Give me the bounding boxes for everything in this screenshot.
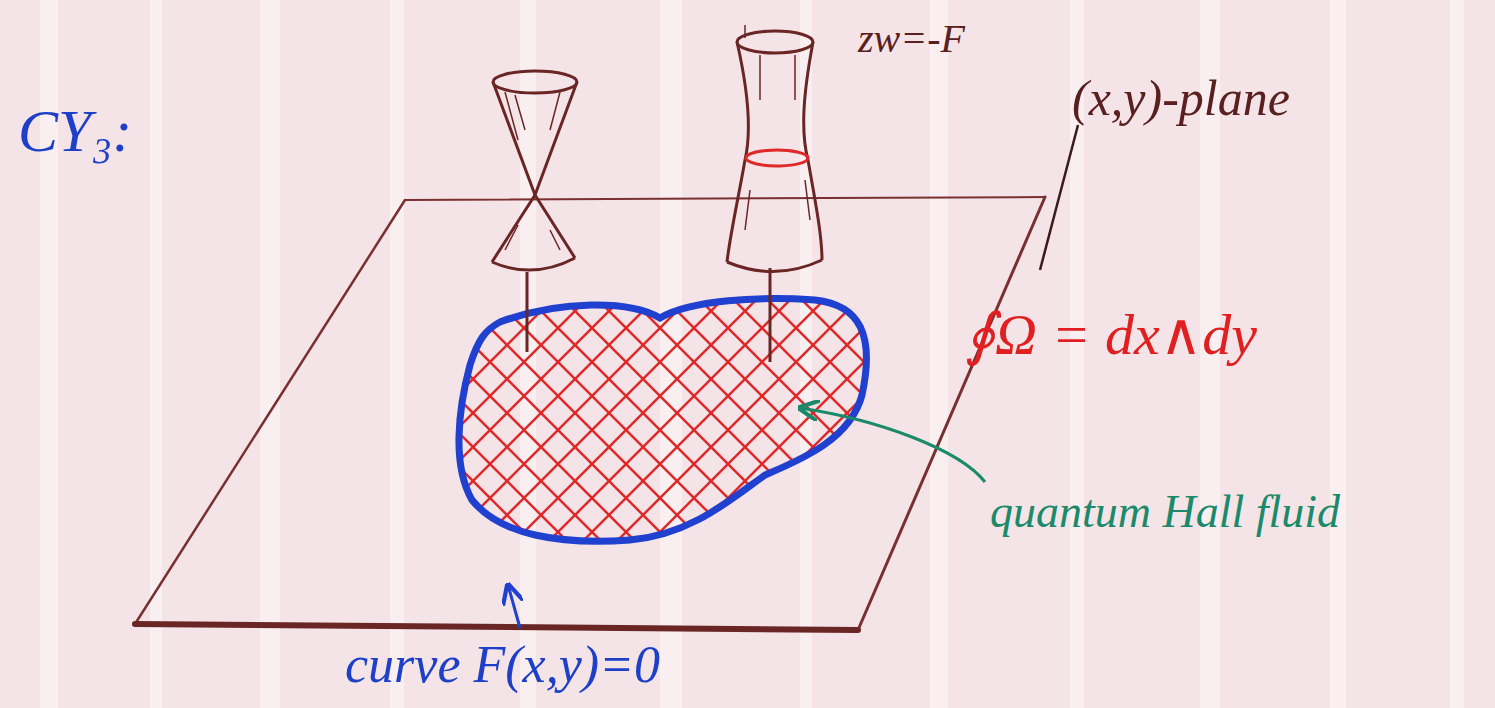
hall-fluid-hatching bbox=[0, 290, 1495, 570]
fiber-equation: zw=-F bbox=[858, 18, 965, 60]
hatch-line bbox=[0, 290, 154, 570]
hatch-line bbox=[0, 290, 154, 570]
hatch-line bbox=[1336, 290, 1495, 570]
hatch-line bbox=[214, 290, 494, 570]
hatch-line bbox=[44, 290, 324, 570]
plane-label: (x,y)-plane bbox=[1072, 72, 1290, 125]
hatch-line bbox=[384, 290, 664, 570]
fiber-stalk bbox=[769, 268, 772, 362]
hatch-line bbox=[588, 290, 868, 570]
hatch-line bbox=[0, 290, 188, 570]
hatch-line bbox=[0, 290, 256, 570]
fluid-label: quantum Hall fluid bbox=[990, 488, 1370, 536]
hatch-line bbox=[690, 290, 970, 570]
hatch-line bbox=[146, 290, 426, 570]
hatch-line bbox=[588, 290, 868, 570]
hatch-line bbox=[180, 290, 460, 570]
curve-leader bbox=[508, 585, 520, 628]
fiber-stalk bbox=[526, 272, 529, 352]
hatch-line bbox=[452, 290, 732, 570]
paper-stripes bbox=[40, 0, 1464, 708]
hatch-line bbox=[520, 290, 800, 570]
hatch-line bbox=[0, 290, 120, 570]
hyperboloid bbox=[727, 25, 822, 272]
hatch-line bbox=[180, 290, 460, 570]
hatch-line bbox=[78, 290, 358, 570]
space-name: CY₃: bbox=[18, 100, 132, 163]
hatch-line bbox=[0, 290, 222, 570]
hatch-line bbox=[44, 290, 324, 570]
form-equation: ∮Ω = dx∧dy bbox=[965, 305, 1257, 366]
hatch-line bbox=[0, 290, 188, 570]
hatch-line bbox=[0, 290, 120, 570]
hatch-line bbox=[554, 290, 834, 570]
plane-leader bbox=[1040, 125, 1078, 270]
hatch-line bbox=[1336, 290, 1495, 570]
hatch-line bbox=[0, 290, 256, 570]
hatch-line bbox=[384, 290, 664, 570]
hatch-line bbox=[520, 290, 800, 570]
hatch-line bbox=[10, 290, 290, 570]
hatch-line bbox=[10, 290, 290, 570]
hatch-line bbox=[690, 290, 970, 570]
double-cone bbox=[492, 71, 577, 270]
hatch-line bbox=[214, 290, 494, 570]
hatch-line bbox=[112, 290, 392, 570]
hatch-line bbox=[554, 290, 834, 570]
curve-label: curve F(x,y)=0 bbox=[345, 638, 660, 693]
hatch-line bbox=[78, 290, 358, 570]
hatch-line bbox=[452, 290, 732, 570]
hatch-line bbox=[146, 290, 426, 570]
neck-circle bbox=[746, 150, 808, 166]
curve-outline bbox=[459, 299, 867, 542]
hatch-line bbox=[0, 290, 222, 570]
xy-plane bbox=[135, 197, 1045, 630]
fluid-leader bbox=[800, 408, 985, 482]
hatch-line bbox=[112, 290, 392, 570]
